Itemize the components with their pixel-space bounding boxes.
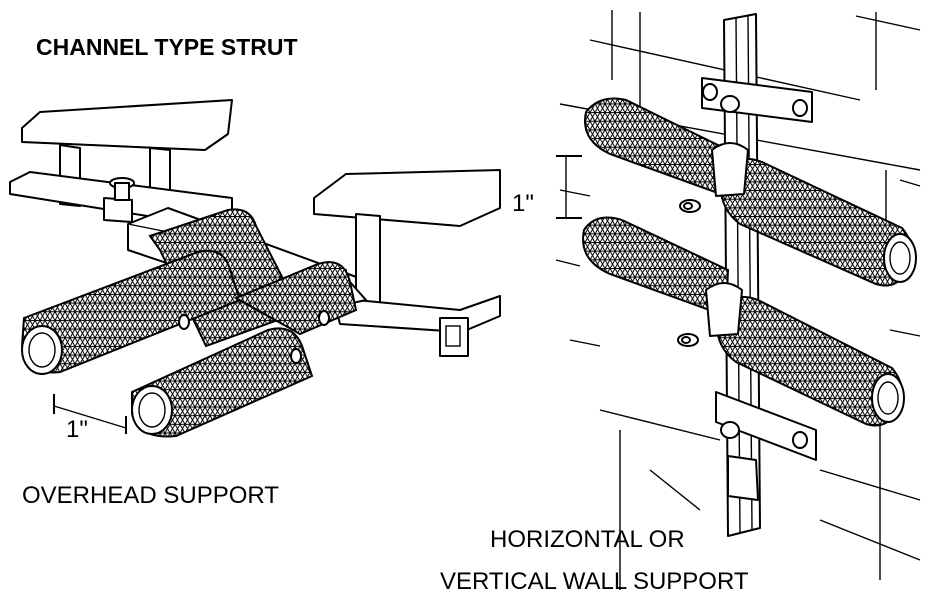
upper-pipe-clamp [679, 142, 749, 213]
lower-pipe-clamp [677, 282, 743, 347]
right-i-beam [313, 169, 501, 357]
wall-support-drawing [555, 10, 921, 590]
bottom-wall-bracket [715, 391, 817, 501]
wall-pipe-upper-right [719, 158, 917, 287]
overhead-support-label: OVERHEAD SUPPORT [22, 482, 279, 509]
wall-dimension-marker [556, 155, 582, 219]
overhead-dimension-marker [53, 394, 127, 434]
wall-pipe-lower-right [715, 296, 905, 427]
wall-support-label-line2: VERTICAL WALL SUPPORT [440, 568, 749, 595]
left-beam-clamp-bolt [103, 177, 135, 223]
wall-pipe-upper-left [584, 97, 730, 198]
wall-spacing-label: 1" [512, 190, 534, 217]
overhead-pipe-front [20, 249, 242, 375]
diagram-title: CHANNEL TYPE STRUT [36, 34, 298, 60]
overhead-support-drawing [9, 99, 501, 438]
overhead-spacing-label: 1" [66, 416, 88, 443]
wall-support-label-line1: HORIZONTAL OR [490, 526, 685, 553]
overhead-pipe-second [131, 327, 314, 438]
top-wall-bracket [701, 77, 813, 123]
